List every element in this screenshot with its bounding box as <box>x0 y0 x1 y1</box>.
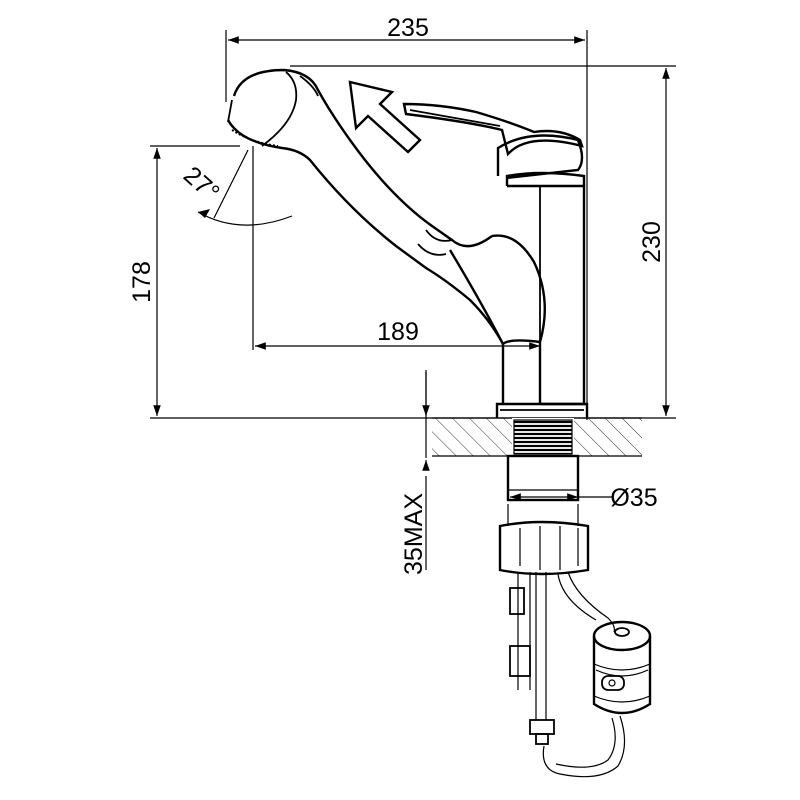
width-label: 235 <box>387 14 429 42</box>
faucet-body <box>226 68 589 418</box>
mounting-nut <box>498 520 590 576</box>
height-label: 230 <box>638 221 666 263</box>
countertop-section <box>432 417 642 457</box>
pull-out-arrow-icon <box>348 80 422 154</box>
dimension-lines <box>153 36 670 501</box>
hose-weight <box>592 620 652 715</box>
angle-arc <box>197 211 293 226</box>
threaded-shank <box>513 419 573 455</box>
angle-label: 27° <box>178 161 225 207</box>
diameter-label: Ø35 <box>610 484 657 512</box>
under-counter-assembly <box>498 454 652 778</box>
spout-reach-label: 189 <box>377 318 419 346</box>
dimension-labels: 235 230 178 189 27° Ø35 35MAX <box>128 14 666 575</box>
max-thickness-label: 35MAX <box>400 493 428 575</box>
spout-height-label: 178 <box>128 261 156 303</box>
